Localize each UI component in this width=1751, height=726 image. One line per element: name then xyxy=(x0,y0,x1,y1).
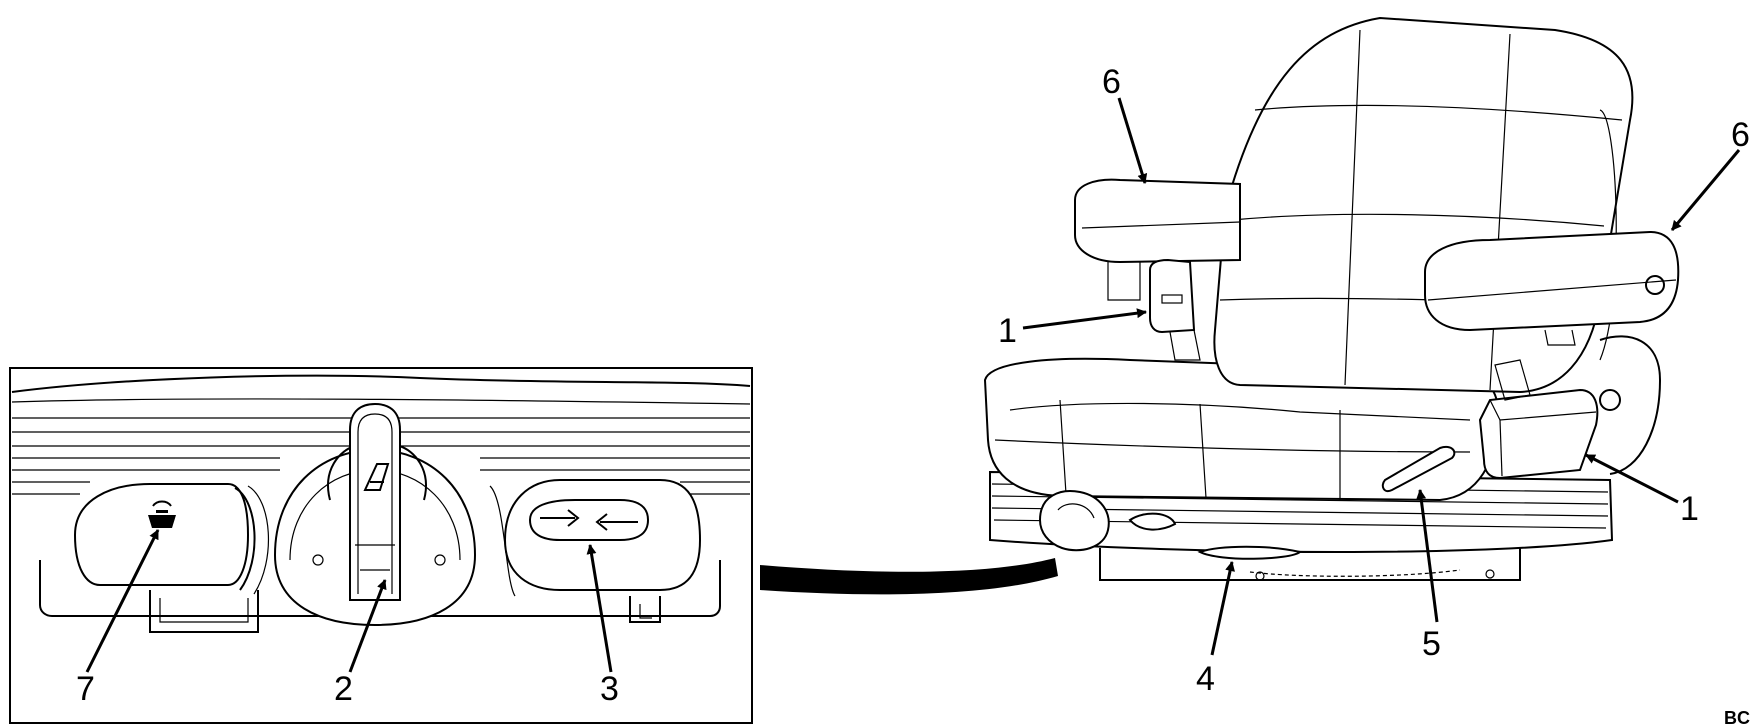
leader-6-right xyxy=(1670,149,1741,231)
inset-suspension-knob xyxy=(273,402,477,627)
leader-4 xyxy=(1210,561,1235,656)
callout-6-right: 6 xyxy=(1731,116,1750,154)
leader-7 xyxy=(85,529,160,673)
callout-1-right: 1 xyxy=(1680,490,1699,528)
callout-7: 7 xyxy=(76,670,95,708)
callout-4: 4 xyxy=(1196,660,1215,698)
right-seatbelt-buckle xyxy=(1478,359,1599,480)
seat-heat-icon xyxy=(148,500,176,528)
callout-2: 2 xyxy=(334,670,353,708)
leader-1-left xyxy=(1022,308,1147,330)
leader-3 xyxy=(586,544,613,673)
seat-backrest xyxy=(1213,16,1634,394)
inset-detail: 7 2 3 xyxy=(9,367,753,724)
inset-connector xyxy=(760,558,1058,595)
leader-6-left xyxy=(1117,97,1148,184)
right-armrest xyxy=(1424,230,1680,346)
callout-3: 3 xyxy=(600,670,619,708)
callout-1-left: 1 xyxy=(998,312,1017,350)
seat-illustration xyxy=(983,16,1680,581)
left-seatbelt-buckle xyxy=(1149,258,1201,361)
inset-frame xyxy=(9,367,753,724)
leader-1-right xyxy=(1585,453,1679,504)
seat-suspension-knob xyxy=(1038,490,1177,552)
inset-right-switch xyxy=(489,479,702,597)
left-armrest xyxy=(1074,178,1241,301)
inset-left-switch xyxy=(73,483,269,595)
callout-6-left: 6 xyxy=(1102,63,1121,101)
leader-5 xyxy=(1416,489,1439,623)
figure-code: BC xyxy=(1724,708,1750,726)
leader-2 xyxy=(348,579,387,673)
fore-aft-lever xyxy=(1197,545,1303,560)
lumbar-lever xyxy=(1381,446,1456,492)
inset-ribs xyxy=(12,417,750,495)
callout-5: 5 xyxy=(1422,625,1441,663)
fore-aft-arrows-icon xyxy=(540,509,638,531)
